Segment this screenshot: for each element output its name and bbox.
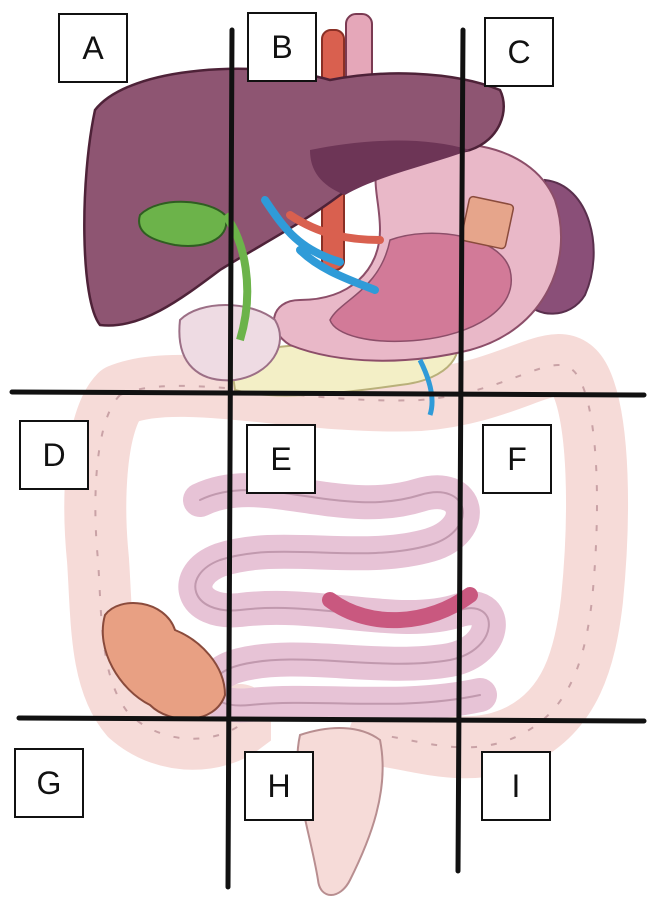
region-label-c: C [484,17,554,87]
grid-line-lower-horizontal [19,718,644,721]
region-label-a: A [58,13,128,83]
small-intestine [195,490,489,705]
region-label-e: E [246,424,316,494]
region-label-i: I [481,751,551,821]
region-label-b: B [247,12,317,82]
region-label-g: G [14,748,84,818]
region-label-h: H [244,751,314,821]
region-label-d: D [19,420,89,490]
region-label-f: F [482,424,552,494]
grid-line-upper-horizontal [12,392,644,395]
esophageal-sphincter [461,196,514,249]
